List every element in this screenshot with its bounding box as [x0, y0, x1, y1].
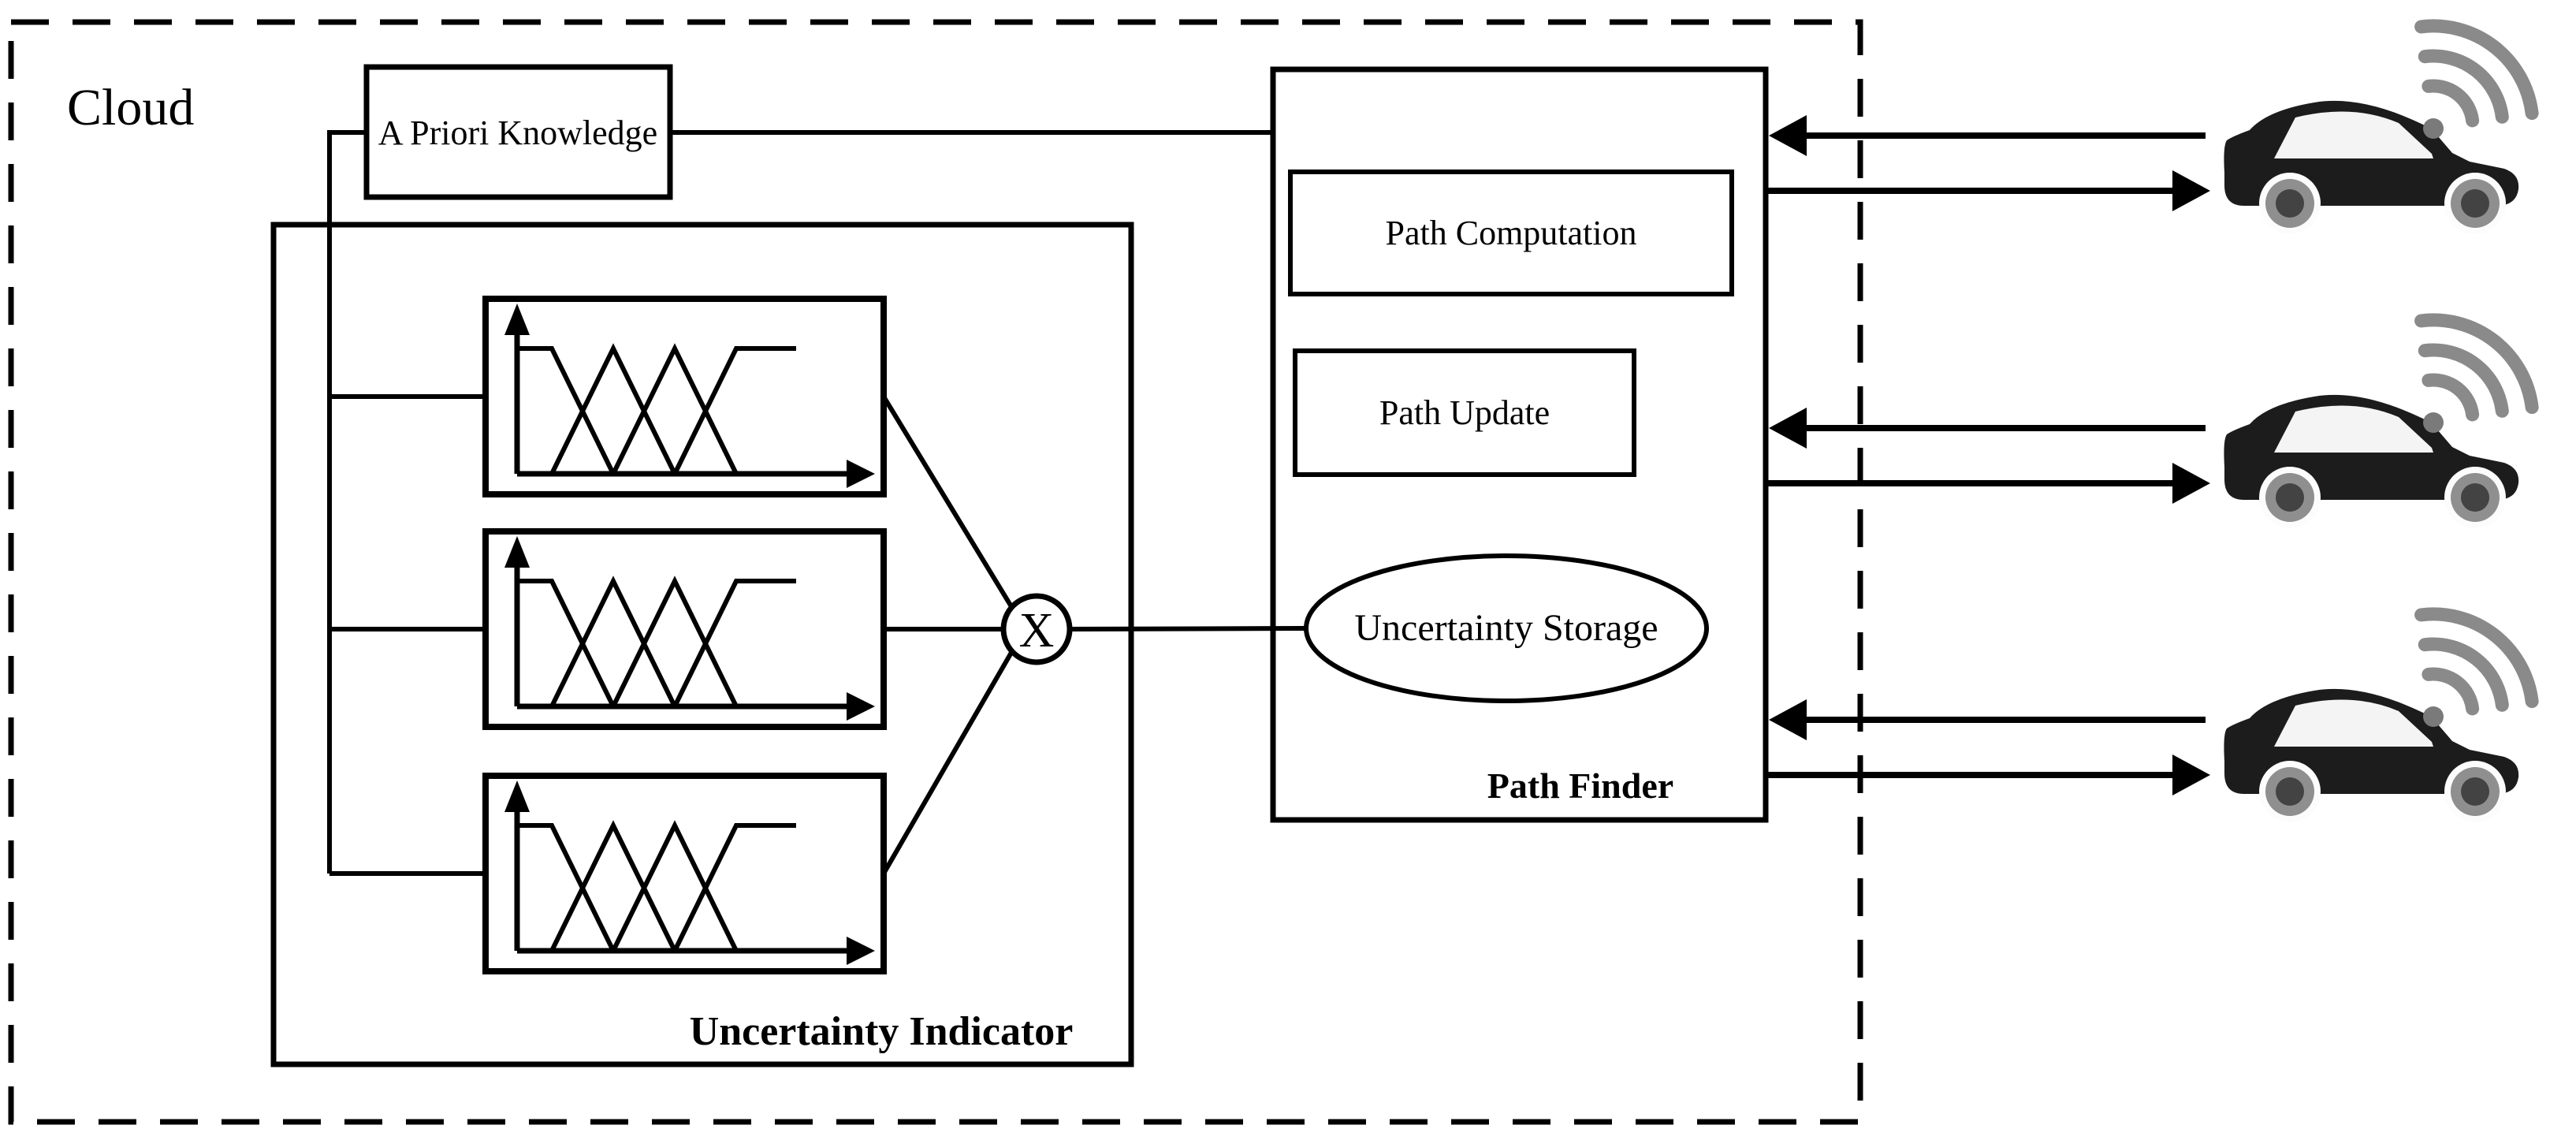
- cloud-boundary: [8, 19, 1863, 1125]
- connector-plot3-to-multiplier: [881, 650, 1014, 875]
- path-computation-rect: [1288, 170, 1734, 296]
- multiplier-node: X: [1000, 593, 1073, 665]
- connector-apriori-to-indicator-bus: [327, 130, 367, 874]
- arrowhead-left-icon: [1769, 699, 1807, 740]
- connected-car-icon: [2224, 320, 2532, 528]
- uncertainty-storage-label: Uncertainty Storage: [1354, 607, 1658, 649]
- cloud-label: Cloud: [67, 79, 194, 136]
- arrowhead-right-icon: [2172, 754, 2210, 795]
- fuzzy-membership-plot-2: [486, 531, 884, 727]
- uncertainty-indicator-rect: [270, 222, 1134, 1067]
- path-finder-label: Path Finder: [1487, 766, 1673, 806]
- a-priori-knowledge-box: A Priori Knowledge: [363, 64, 673, 200]
- connector-plot1-to-multiplier: [881, 395, 1014, 609]
- fuzzy-membership-plot-3: [486, 776, 884, 971]
- uncertainty-storage-ellipse: [1304, 553, 1709, 703]
- vehicle-1-links: [1767, 115, 2210, 211]
- path-computation-label: Path Computation: [1386, 214, 1637, 252]
- multiplier-symbol: X: [1019, 604, 1055, 658]
- vehicle-2-links: [1767, 408, 2210, 504]
- path-update-rect: [1293, 348, 1636, 477]
- a-priori-knowledge-label: A Priori Knowledge: [378, 114, 657, 152]
- arrowhead-right-icon: [2172, 170, 2210, 211]
- arrowhead-right-icon: [2172, 463, 2210, 504]
- vehicle-3-links: [1767, 699, 2210, 795]
- arrowhead-left-icon: [1769, 115, 1807, 156]
- connected-car-icon: [2224, 614, 2532, 822]
- uncertainty-indicator-box: Uncertainty Indicator: [270, 222, 1134, 1067]
- path-finder-rect: [1270, 66, 1769, 823]
- connected-car-icon: [2224, 26, 2532, 234]
- arrowhead-left-icon: [1769, 408, 1807, 449]
- fuzzy-membership-plot-1: [486, 299, 884, 494]
- connector-multiplier-to-storage: [1069, 626, 1309, 631]
- path-finder-box: Path Finder Path Computation Path Update…: [1270, 66, 1769, 823]
- path-update-label: Path Update: [1379, 393, 1550, 432]
- uncertainty-indicator-label: Uncertainty Indicator: [690, 1009, 1074, 1054]
